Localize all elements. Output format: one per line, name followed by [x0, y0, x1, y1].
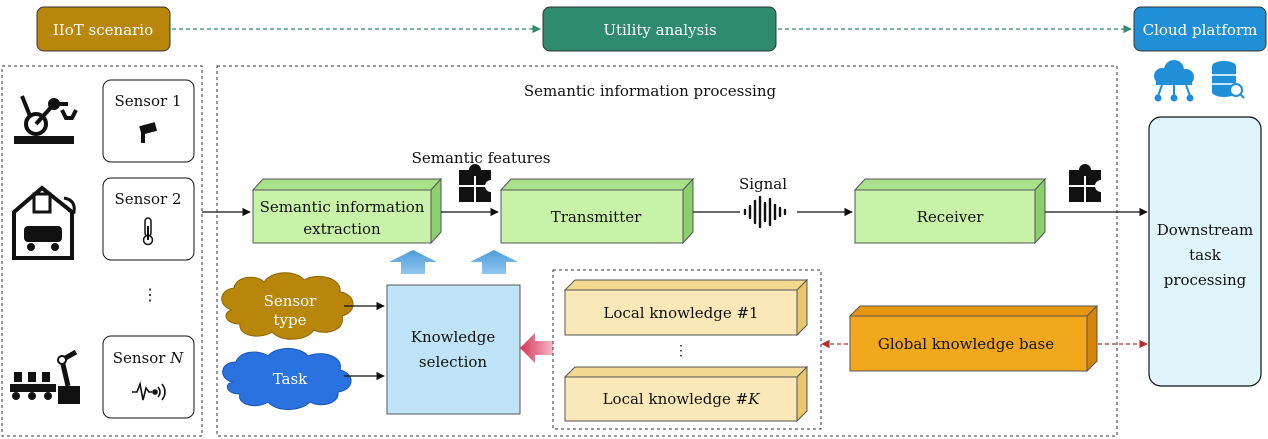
sensor-type-cloud: Sensor type: [221, 272, 354, 340]
semantic-processing-title: Semantic information processing: [524, 82, 777, 100]
local-knowledge-1-box: Local knowledge #1: [563, 278, 809, 337]
production-line-icon: [10, 349, 80, 404]
vibration-icon: [132, 381, 166, 401]
camera-icon: [139, 122, 158, 143]
knowledge-selection-box: Knowledge selection: [386, 284, 521, 415]
puzzle-features-icon: [459, 164, 497, 202]
sensor-2-card: Sensor 2: [102, 177, 195, 261]
sensor-2-label: Sensor 2: [114, 190, 181, 208]
local-k-prefix: Local knowledge #: [603, 390, 749, 408]
downstream-line1: Downstream: [1157, 221, 1254, 239]
utility-analysis-header: Utility analysis: [542, 6, 777, 52]
local-knowledge-group: [552, 269, 822, 430]
iiot-scenario-header: IIoT scenario: [36, 6, 171, 52]
sensor-ellipsis: ⋮: [142, 285, 158, 304]
receiver-label: Receiver: [917, 208, 985, 226]
global-knowledge-label: Global knowledge base: [878, 335, 1054, 353]
extraction-label-line2: extraction: [303, 220, 381, 238]
thermometer-icon: [142, 217, 154, 246]
selection-label-line1: Knowledge: [411, 328, 496, 346]
factory-car-icon: [12, 185, 76, 260]
sensor-n-prefix: Sensor: [113, 349, 170, 367]
local-k-var: K: [747, 390, 760, 408]
sensor-1-card: Sensor 1: [102, 79, 195, 163]
selection-label-line2: selection: [419, 353, 488, 371]
sensor-n-var: N: [169, 349, 184, 367]
sensor-n-card: Sensor N: [102, 335, 195, 419]
waveform-icon: [743, 195, 787, 229]
robot-arm-icon: [14, 95, 78, 144]
extraction-label-line1: Semantic information: [260, 198, 425, 216]
cloud-network-icon: [1154, 60, 1194, 102]
sensor-type-line1: Sensor: [264, 292, 318, 310]
local-knowledge-ellipsis: ⋮: [674, 343, 688, 359]
cloud-platform-label: Cloud platform: [1143, 21, 1258, 39]
global-knowledge-box: Global knowledge base: [848, 304, 1099, 373]
downstream-task-box: Downstream task processing: [1148, 116, 1262, 387]
downstream-line2: task: [1189, 246, 1222, 264]
semantic-features-label: Semantic features: [412, 149, 551, 167]
sensor-n-label: Sensor N: [113, 349, 184, 367]
semantic-processing-panel: [216, 65, 1118, 437]
signal-label: Signal: [739, 175, 787, 193]
sensor-type-line2: type: [274, 311, 307, 329]
puzzle-output-icon: [1069, 164, 1107, 202]
sensor-1-label: Sensor 1: [114, 92, 181, 110]
receiver-box: Receiver: [853, 177, 1047, 245]
knowledge-up-arrow-2: [470, 250, 518, 274]
local-to-selection-arrow: [520, 333, 553, 363]
utility-analysis-label: Utility analysis: [603, 21, 716, 39]
task-label: Task: [273, 370, 308, 388]
local-knowledge-k-label: Local knowledge #K: [603, 390, 761, 408]
iiot-panel: [1, 65, 203, 437]
local-knowledge-k-box: Local knowledge #K: [563, 365, 809, 423]
downstream-line3: processing: [1164, 271, 1247, 289]
knowledge-up-arrow-1: [389, 250, 437, 274]
local-knowledge-1-label: Local knowledge #1: [603, 304, 758, 322]
database-icon: [1212, 61, 1245, 99]
transmitter-box: Transmitter: [499, 177, 695, 245]
task-cloud: Task: [222, 348, 352, 410]
semantic-extraction-box: Semantic information extraction: [251, 177, 443, 245]
cloud-platform-header: Cloud platform: [1133, 6, 1267, 52]
iiot-scenario-label: IIoT scenario: [53, 21, 153, 39]
transmitter-label: Transmitter: [551, 208, 642, 226]
